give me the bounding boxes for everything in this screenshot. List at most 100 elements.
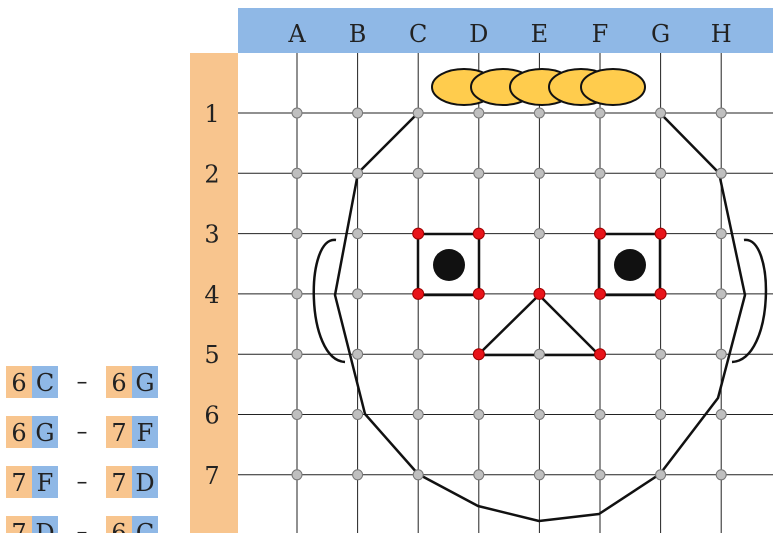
marked-grid-point: [655, 288, 666, 299]
from-column-tile-label: F: [37, 469, 54, 497]
from-row-tile-label: 7: [11, 469, 26, 497]
grid-point: [716, 108, 726, 118]
grid-point: [534, 349, 544, 359]
to-row-tile-label: 6: [111, 519, 126, 533]
row-label: 3: [204, 221, 219, 249]
to-column-tile-label: F: [137, 419, 154, 447]
marked-grid-point: [473, 288, 484, 299]
grid-point: [595, 168, 605, 178]
marked-grid-point: [595, 349, 606, 360]
left-ear: [314, 240, 345, 362]
to-column-tile-label: G: [135, 369, 154, 397]
grid-point: [292, 229, 302, 239]
grid-point: [413, 410, 423, 420]
row-label: 7: [204, 462, 219, 490]
from-row-tile-label: 6: [11, 419, 26, 447]
row-label: 2: [204, 160, 219, 188]
nose-triangle: [478, 295, 599, 355]
instruction-row: 7F7D–: [6, 466, 158, 498]
marked-grid-point: [595, 288, 606, 299]
marked-grid-point: [595, 228, 606, 239]
grid-point: [716, 410, 726, 420]
from-column-tile-label: C: [36, 369, 54, 397]
grid-point: [353, 168, 363, 178]
header-corner: [190, 8, 238, 53]
instruction-separator: –: [77, 520, 88, 533]
grid-point: [292, 470, 302, 480]
row-label: 5: [204, 341, 219, 369]
to-row-tile-label: 7: [111, 419, 126, 447]
grid-point: [534, 410, 544, 420]
marked-grid-point: [473, 228, 484, 239]
grid-point: [595, 470, 605, 480]
to-row-tile-label: 7: [111, 469, 126, 497]
marked-grid-point: [413, 228, 424, 239]
grid-point: [292, 168, 302, 178]
grid-point: [292, 289, 302, 299]
grid-point: [353, 108, 363, 118]
grid-point: [595, 410, 605, 420]
grid-point: [353, 229, 363, 239]
instruction-separator: –: [77, 370, 88, 395]
from-row-tile-label: 6: [11, 369, 26, 397]
column-label: F: [592, 20, 609, 48]
marked-grid-point: [473, 349, 484, 360]
grid-point: [413, 470, 423, 480]
from-column-tile-label: G: [35, 419, 54, 447]
grid-point: [474, 108, 484, 118]
grid-point: [353, 410, 363, 420]
grid-point: [716, 289, 726, 299]
grid-point: [292, 108, 302, 118]
column-header-bar: [238, 8, 773, 53]
left-pupil: [433, 249, 465, 281]
grid-point: [595, 108, 605, 118]
grid-point: [413, 108, 423, 118]
hair: [432, 69, 645, 105]
grid-point: [656, 168, 666, 178]
grid-lines: [238, 53, 773, 533]
column-label: H: [711, 20, 732, 48]
column-label: D: [469, 20, 488, 48]
grid-point: [413, 349, 423, 359]
row-label: 6: [204, 402, 219, 430]
grid-point: [353, 470, 363, 480]
grid-point: [474, 168, 484, 178]
column-label: C: [409, 20, 427, 48]
marked-grid-point: [534, 288, 545, 299]
grid-point: [656, 349, 666, 359]
grid-point: [656, 108, 666, 118]
grid-point: [353, 349, 363, 359]
marked-grid-point: [655, 228, 666, 239]
to-column-tile-label: C: [136, 519, 154, 533]
from-column-tile-label: D: [35, 519, 54, 533]
grid-point: [292, 349, 302, 359]
grid-point: [656, 410, 666, 420]
hair-curl: [581, 69, 645, 105]
grid-point: [534, 470, 544, 480]
column-label: G: [651, 20, 670, 48]
grid-point: [534, 168, 544, 178]
grid-point: [716, 349, 726, 359]
grid-point: [716, 470, 726, 480]
grid-point: [534, 229, 544, 239]
instruction-row: 6C6G–: [6, 366, 158, 398]
column-label: E: [531, 20, 549, 48]
grid-point: [353, 289, 363, 299]
row-label: 1: [204, 100, 219, 128]
column-label: B: [349, 20, 367, 48]
column-label: A: [287, 20, 306, 48]
grid-point: [474, 410, 484, 420]
grid-point: [534, 108, 544, 118]
grid-point: [716, 229, 726, 239]
grid-point: [474, 470, 484, 480]
instruction-separator: –: [77, 470, 88, 495]
grid-point: [656, 470, 666, 480]
grid-point: [292, 410, 302, 420]
to-row-tile-label: 6: [111, 369, 126, 397]
grid-point: [413, 168, 423, 178]
right-pupil: [614, 249, 646, 281]
